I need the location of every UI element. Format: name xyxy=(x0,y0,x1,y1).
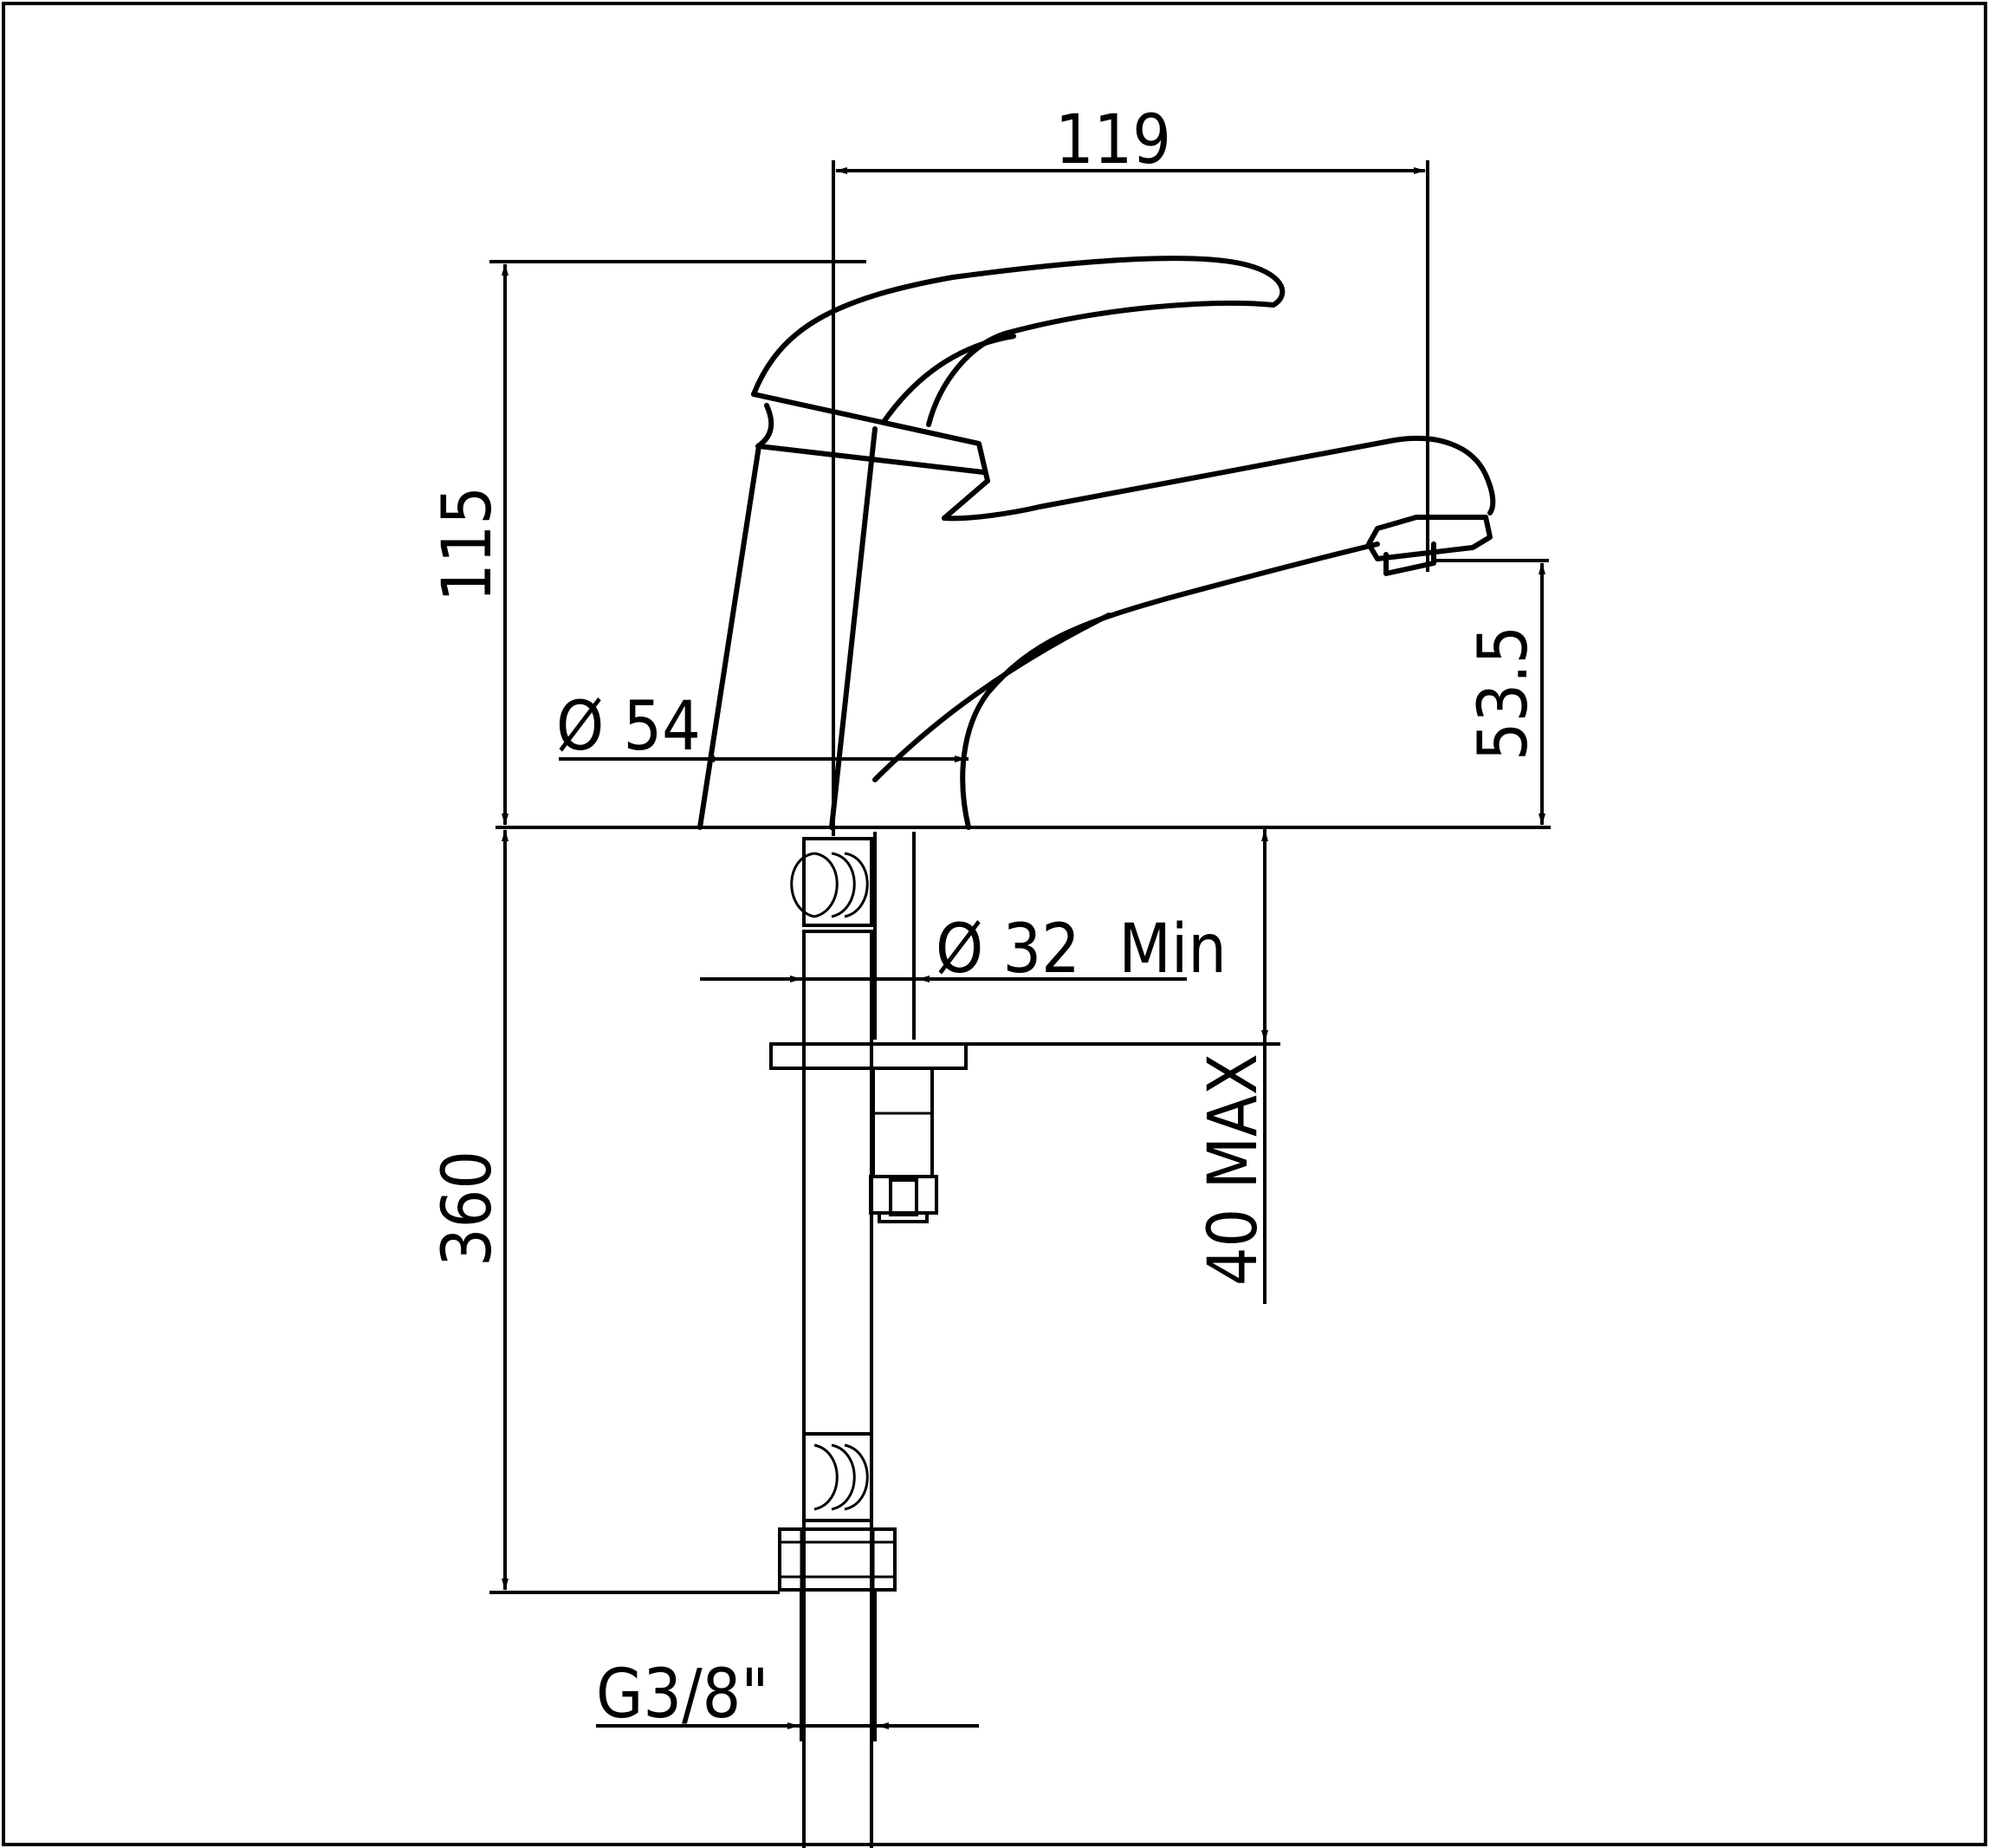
supply-hose xyxy=(778,837,897,1848)
dimension-reach: 119 xyxy=(832,101,1429,836)
dimension-thread: G3/8" xyxy=(596,1656,979,1734)
dimension-deck-thickness-label: 40 MAX xyxy=(1195,1054,1273,1286)
dimension-spout-height-label: 53.5 xyxy=(1465,626,1543,761)
dimension-hose-length-label: 360 xyxy=(429,1151,507,1267)
dimension-height-label: 115 xyxy=(429,486,507,602)
faucet-body xyxy=(697,256,1496,830)
dimension-deck-thickness: 40 MAX xyxy=(966,827,1280,1304)
dimension-hole-diameter-label: Ø 32 Min xyxy=(936,911,1227,989)
dimension-base-diameter-label: Ø 54 xyxy=(556,688,701,766)
dimension-base-diameter: Ø 54 xyxy=(556,688,969,766)
dimension-spout-height: 53.5 xyxy=(1434,559,1549,826)
dimension-hole-diameter: Ø 32 Min xyxy=(700,911,1227,989)
dimension-thread-label: G3/8" xyxy=(596,1656,769,1734)
dimension-height: 115 xyxy=(429,260,866,826)
dimension-reach-label: 119 xyxy=(1055,101,1171,179)
mounting-stud xyxy=(769,832,968,1223)
dimension-hose-length: 360 xyxy=(429,829,780,1594)
